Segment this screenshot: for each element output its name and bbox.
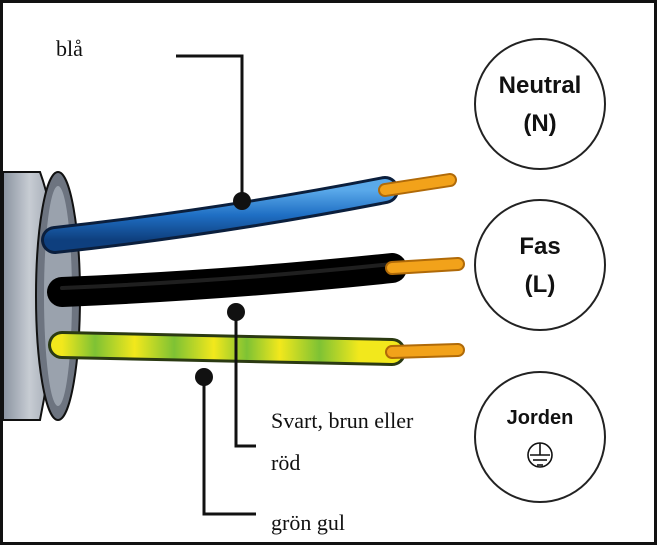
leader-dot-green bbox=[195, 368, 213, 386]
label-black: Svart, brun eller bbox=[271, 408, 414, 433]
phase-circle bbox=[474, 199, 606, 331]
green-yellow-wire bbox=[48, 331, 465, 366]
black-wire bbox=[47, 253, 465, 307]
leader-black bbox=[234, 312, 256, 448]
phase-code: (L) bbox=[524, 271, 556, 298]
label-black-line2: röd bbox=[271, 450, 301, 475]
neutral-circle bbox=[474, 38, 606, 170]
neutral-code: (N) bbox=[523, 110, 557, 137]
leader-dot-blue bbox=[233, 192, 251, 210]
blue-wire bbox=[41, 173, 457, 254]
leader-green bbox=[202, 377, 256, 516]
earth-ground-icon bbox=[527, 442, 553, 468]
neutral-title: Neutral bbox=[498, 72, 582, 99]
label-green: grön gul bbox=[271, 510, 345, 535]
leader-blue bbox=[176, 54, 244, 200]
leader-dot-black bbox=[227, 303, 245, 321]
label-blue: blå bbox=[56, 36, 83, 61]
earth-title: Jorden bbox=[506, 407, 574, 429]
phase-title: Fas bbox=[519, 233, 561, 260]
earth-circle bbox=[474, 371, 606, 503]
